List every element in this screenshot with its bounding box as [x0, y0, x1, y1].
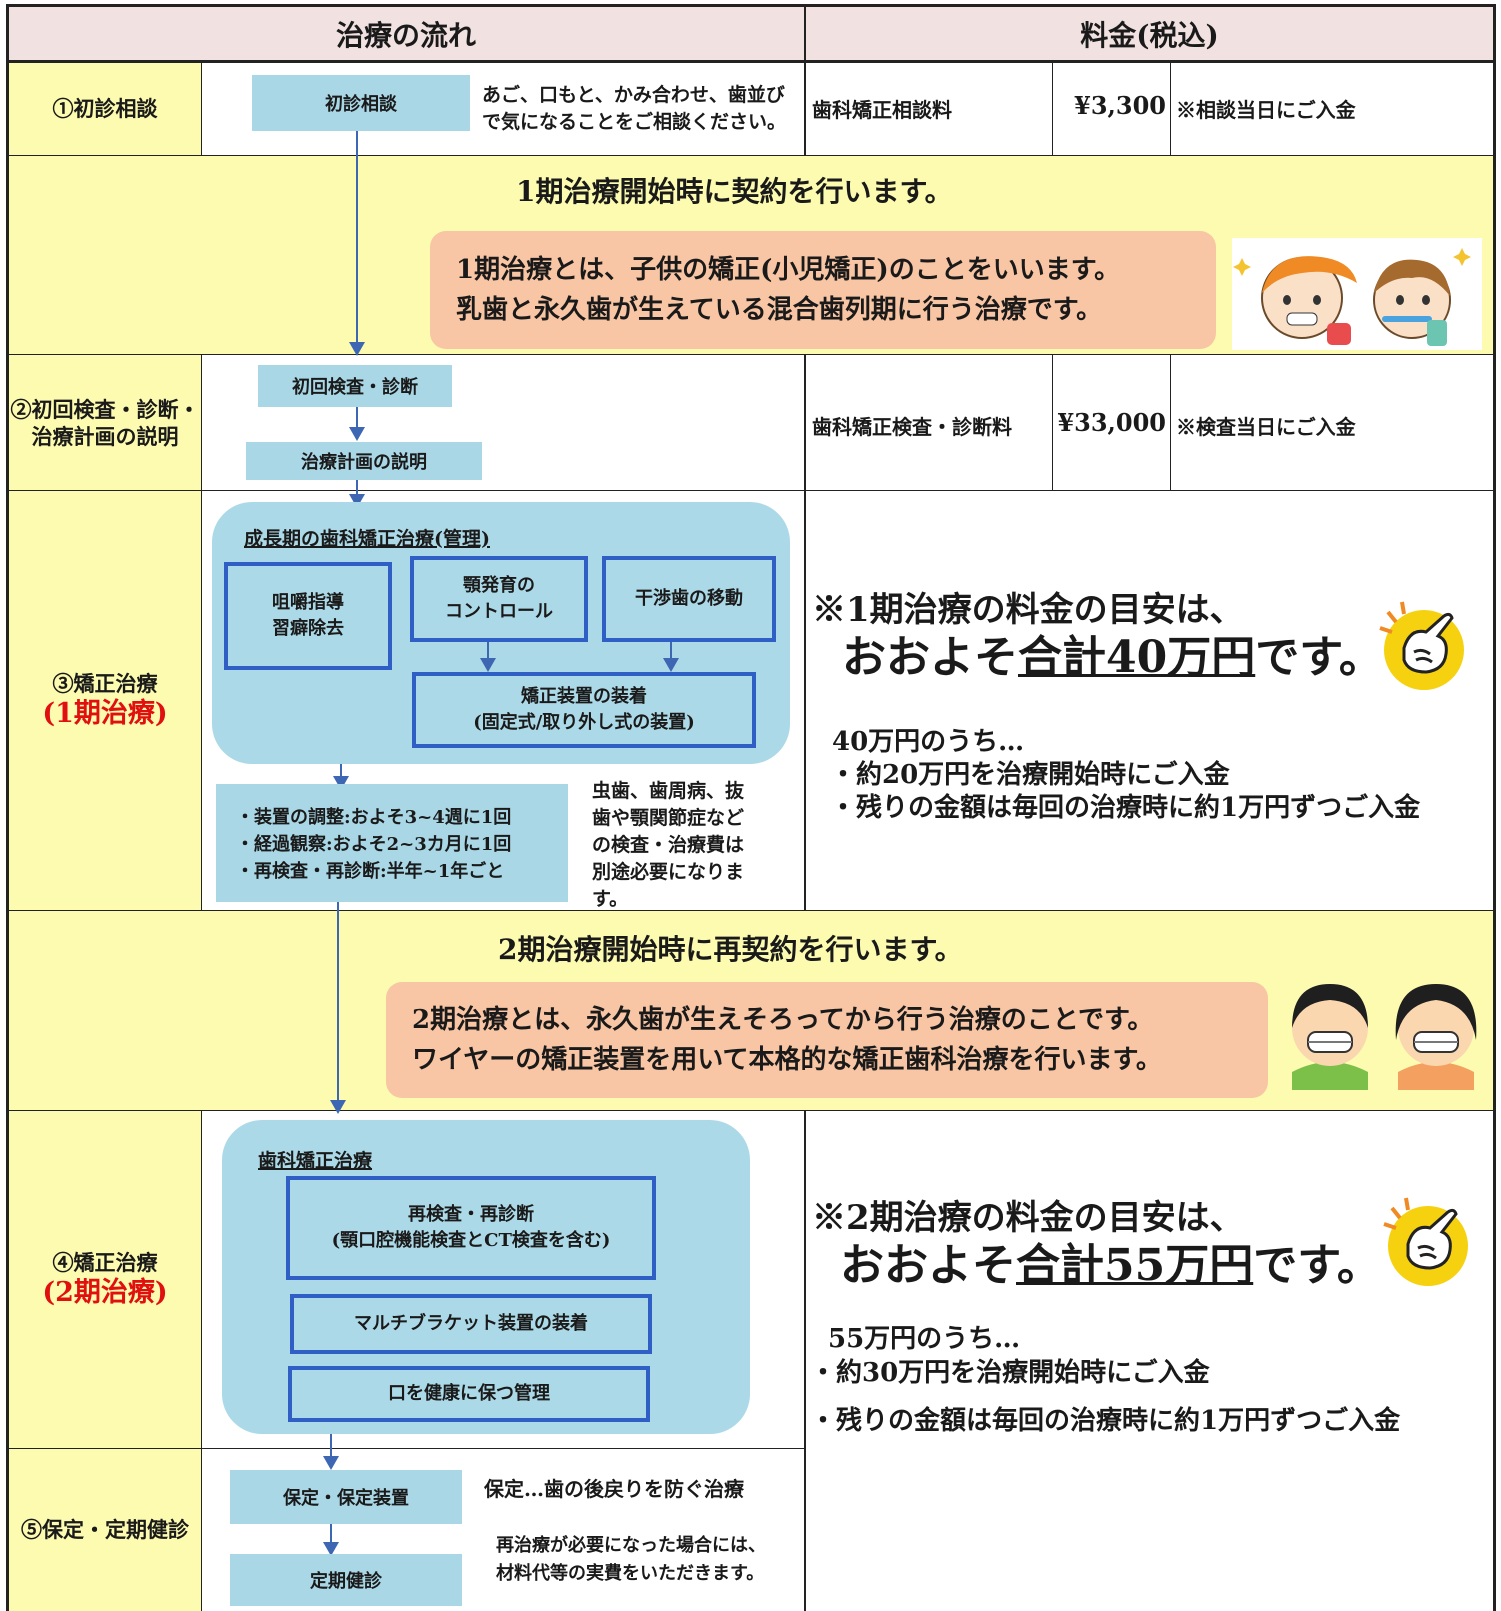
phase1-price-head: ※1期治療の料金の目安は、: [812, 590, 1244, 630]
initial-exam-box: 初回検査・診断: [258, 365, 452, 407]
stage-col-bg-1: [8, 61, 202, 156]
flow-line-5: [670, 642, 672, 662]
flow-line-6: [340, 764, 342, 780]
flow-arrow-1: [349, 342, 365, 356]
flow-arrow-5: [663, 658, 679, 672]
stage-4-label: ④矯正治療(2期治療): [42, 1249, 168, 1308]
pointing-hand-icon: [1374, 598, 1470, 694]
flow-line-1: [356, 131, 358, 346]
oral-health-box: 口を健康に保つ管理: [288, 1366, 650, 1422]
kids-brushing-illustration: [1232, 238, 1482, 350]
stage-2-label: ②初回検査・診断・治療計画の説明: [10, 396, 200, 449]
band1-explain: 1期治療とは、子供の矯正(小児矯正)のことをいいます。乳歯と永久歯が生えている混…: [430, 231, 1216, 349]
phase2-price-head: ※2期治療の料金の目安は、: [812, 1198, 1244, 1238]
header-fee: 料金(税込): [1080, 18, 1219, 52]
stage-1-label: ①初診相談: [52, 96, 158, 121]
band1-title: 1期治療開始時に契約を行います。: [516, 175, 953, 208]
jaw-growth-box: 顎発育のコントロール: [410, 556, 588, 642]
flow-arrow-2: [349, 427, 365, 441]
band2-title: 2期治療開始時に再契約を行います。: [498, 933, 963, 966]
retreatment-note: 再治療が必要になった場合には、材料代等の実費をいただきます。: [496, 1535, 766, 1584]
flow-line-7: [337, 902, 339, 1104]
fee-exam-name: 歯科矯正検査・診断料: [812, 415, 1012, 439]
appliance-box: 矯正装置の装着(固定式/取り外し式の装置): [412, 672, 756, 748]
table-header: [8, 5, 1494, 61]
retention-box: 保定・保定装置: [230, 1470, 462, 1524]
flow-arrow-7: [330, 1100, 346, 1114]
header-flow: 治療の流れ: [335, 18, 476, 52]
reexam-box: 再検査・再診断(顎口腔機能検査とCT検査を含む): [286, 1176, 656, 1280]
chewing-guidance-box: 咀嚼指導習癖除去: [224, 562, 392, 670]
consult-box: 初診相談: [252, 75, 470, 131]
additional-cost-note: 虫歯、歯周病、抜歯や顎関節症などの検査・治療費は別途必要になります。: [592, 780, 745, 910]
stage-col-bg-2: [8, 354, 202, 491]
fee-consult-price: ¥3,300: [1074, 91, 1166, 120]
stage-col-bg-4: [8, 1110, 202, 1448]
interfering-tooth-box: 干渉歯の移動: [602, 556, 776, 642]
flow-line-3: [356, 480, 358, 500]
pointing-hand-icon: [1378, 1194, 1474, 1290]
stage-col-bg-5: [8, 1448, 202, 1611]
band2-explain: 2期治療とは、永久歯が生えそろってから行う治療のことです。ワイヤーの矯正装置を用…: [386, 982, 1268, 1098]
retention-desc: 保定…歯の後戻りを防ぐ治療: [484, 1477, 744, 1501]
phase2-panel-title: 歯科矯正治療: [258, 1150, 373, 1172]
flow-arrow-8: [323, 1456, 339, 1470]
consult-desc: あご、口もと、かみ合わせ、歯並びで気になることをご相談ください。: [482, 84, 787, 133]
fee-exam-note: ※検査当日にご入金: [1176, 415, 1356, 439]
schedule-box: ・装置の調整:およそ3~4週に1回 ・経過観察:およそ2~3カ月に1回 ・再検査…: [216, 784, 568, 902]
fee-exam-price: ¥33,000: [1057, 408, 1166, 437]
fee-consult-note: ※相談当日にご入金: [1176, 98, 1356, 122]
flow-line-8: [330, 1434, 332, 1462]
stage-5-label: ⑤保定・定期健診: [21, 1517, 189, 1542]
stage-3-label: ③矯正治療(1期治療): [42, 671, 168, 729]
stage-col-bg-3: [8, 491, 202, 910]
braces-kids-illustration: [1280, 970, 1484, 1090]
multibracket-box: マルチブラケット装置の装着: [290, 1294, 652, 1354]
phase2-price-total: おおよそ合計55万円です。: [840, 1240, 1381, 1291]
flow-arrow-4: [480, 658, 496, 672]
treatment-plan-box: 治療計画の説明: [246, 442, 482, 480]
phase2-breakdown: 55万円のうち… ・約30万円を治療開始時にご入金 ・残りの金額は毎回の治療時に…: [810, 1324, 1401, 1436]
checkup-box: 定期健診: [230, 1554, 462, 1606]
fee-consult-name: 歯科矯正相談料: [812, 98, 952, 122]
phase1-breakdown: 40万円のうち… ・約20万円を治療開始時にご入金 ・残りの金額は毎回の治療時に…: [830, 727, 1421, 823]
flow-arrow-9: [323, 1542, 339, 1556]
flow-line-2: [356, 407, 358, 431]
phase1-panel-title: 成長期の歯科矯正治療(管理): [244, 528, 490, 550]
flow-line-4: [487, 642, 489, 662]
flow-line-9: [330, 1524, 332, 1546]
phase1-price-total: おおよそ合計40万円です。: [842, 632, 1383, 683]
